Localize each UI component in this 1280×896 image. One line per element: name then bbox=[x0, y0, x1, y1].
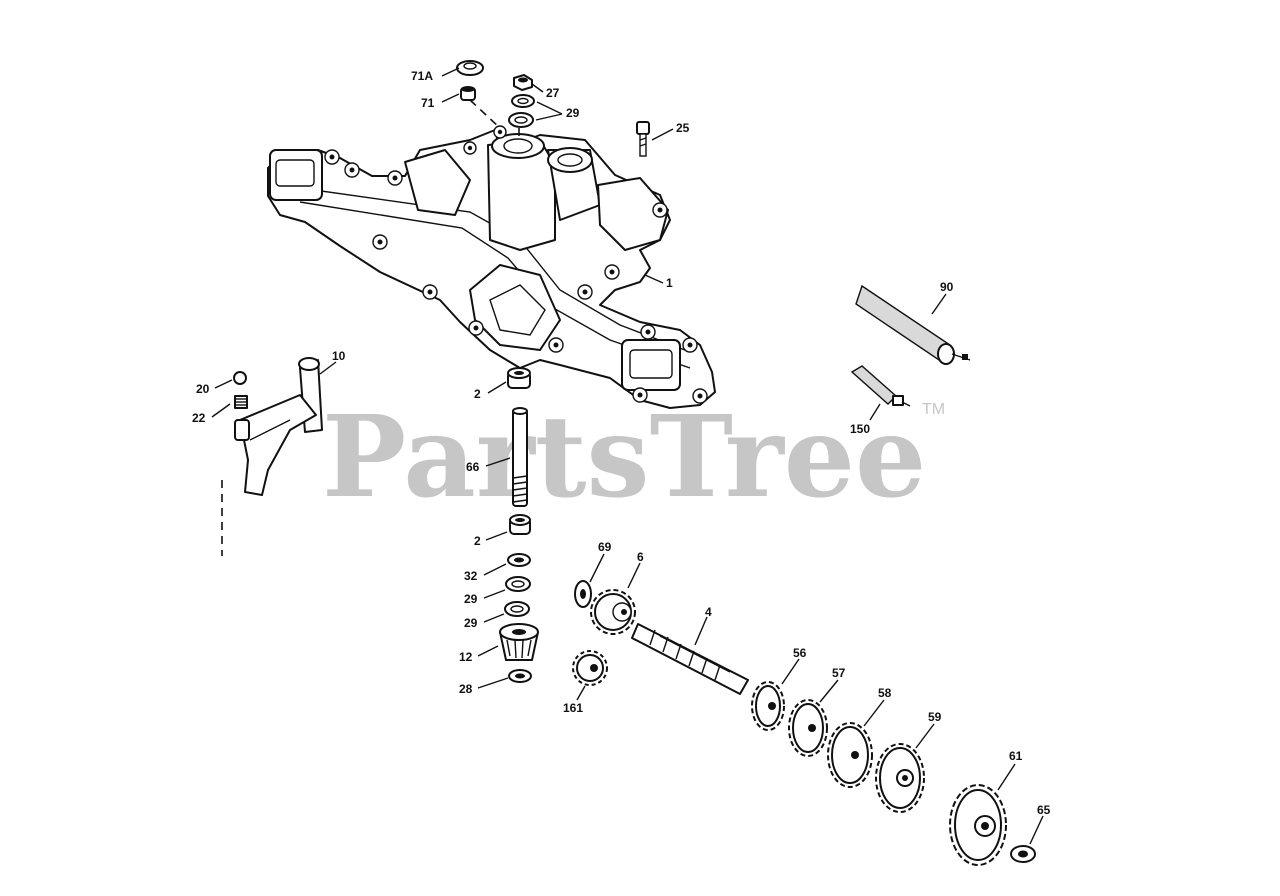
shift-fork-10[interactable] bbox=[239, 357, 323, 496]
label-1[interactable]: 1 bbox=[666, 276, 673, 290]
bevel-gear-12[interactable] bbox=[499, 623, 539, 661]
label-12[interactable]: 12 bbox=[459, 650, 473, 664]
splined-shaft-4[interactable] bbox=[631, 623, 749, 695]
gear-56[interactable] bbox=[751, 681, 785, 731]
washer-29-a[interactable] bbox=[505, 576, 531, 592]
label-150[interactable]: 150 bbox=[850, 422, 870, 436]
label-65[interactable]: 65 bbox=[1037, 803, 1051, 817]
plug-71[interactable] bbox=[460, 86, 476, 101]
label-32[interactable]: 32 bbox=[464, 569, 478, 583]
shift-shaft-stub bbox=[234, 419, 250, 441]
part-labels: 71A 71 27 29 25 1 90 150 10 20 22 2 66 2… bbox=[192, 69, 1051, 817]
ball-20[interactable] bbox=[233, 371, 247, 385]
washer-65[interactable] bbox=[1010, 845, 1036, 863]
label-29-top[interactable]: 29 bbox=[566, 106, 580, 120]
watermark-text: PartsTree bbox=[322, 392, 926, 523]
label-56[interactable]: 56 bbox=[793, 646, 807, 660]
label-10[interactable]: 10 bbox=[332, 349, 346, 363]
label-27[interactable]: 27 bbox=[546, 86, 560, 100]
gear-58[interactable] bbox=[827, 722, 873, 788]
label-25[interactable]: 25 bbox=[676, 121, 690, 135]
bearing-2-bottom[interactable] bbox=[509, 514, 531, 535]
watermark-tm: TM bbox=[922, 401, 945, 418]
gear-161[interactable] bbox=[572, 650, 608, 686]
washer-29-top[interactable] bbox=[508, 94, 535, 128]
label-71[interactable]: 71 bbox=[421, 96, 435, 110]
label-66[interactable]: 66 bbox=[466, 460, 480, 474]
label-161[interactable]: 161 bbox=[563, 701, 583, 715]
shaft-66[interactable] bbox=[512, 407, 528, 507]
bolt-25[interactable] bbox=[636, 121, 650, 157]
transaxle-housing[interactable] bbox=[267, 99, 716, 409]
label-6[interactable]: 6 bbox=[637, 550, 644, 564]
gear-61[interactable] bbox=[949, 784, 1007, 866]
washer-29-b[interactable] bbox=[504, 601, 530, 617]
seal-71a[interactable] bbox=[456, 60, 484, 76]
gear-6[interactable] bbox=[590, 589, 636, 635]
label-2-bottom[interactable]: 2 bbox=[474, 534, 481, 548]
sealant-tube-150[interactable] bbox=[850, 365, 911, 407]
label-61[interactable]: 61 bbox=[1009, 749, 1023, 763]
gear-57[interactable] bbox=[788, 699, 828, 757]
sealant-cartridge-90[interactable] bbox=[855, 284, 971, 365]
washer-69[interactable] bbox=[574, 580, 592, 608]
label-59[interactable]: 59 bbox=[928, 710, 942, 724]
label-29-b[interactable]: 29 bbox=[464, 616, 478, 630]
label-20[interactable]: 20 bbox=[196, 382, 210, 396]
spacer-32[interactable] bbox=[507, 553, 531, 567]
label-22[interactable]: 22 bbox=[192, 411, 206, 425]
label-2-top[interactable]: 2 bbox=[474, 387, 481, 401]
nut-27[interactable] bbox=[513, 74, 533, 91]
label-90[interactable]: 90 bbox=[940, 280, 954, 294]
label-58[interactable]: 58 bbox=[878, 686, 892, 700]
gear-59[interactable] bbox=[875, 743, 925, 813]
label-4[interactable]: 4 bbox=[705, 605, 712, 619]
leader-lines bbox=[211, 67, 1044, 845]
label-28[interactable]: 28 bbox=[459, 682, 473, 696]
label-69[interactable]: 69 bbox=[598, 540, 612, 554]
label-29-a[interactable]: 29 bbox=[464, 592, 478, 606]
label-57[interactable]: 57 bbox=[832, 666, 846, 680]
retaining-ring-28[interactable] bbox=[508, 669, 532, 683]
spring-22[interactable] bbox=[234, 395, 248, 409]
bearing-2-top[interactable] bbox=[507, 367, 531, 389]
label-71a[interactable]: 71A bbox=[411, 69, 433, 83]
